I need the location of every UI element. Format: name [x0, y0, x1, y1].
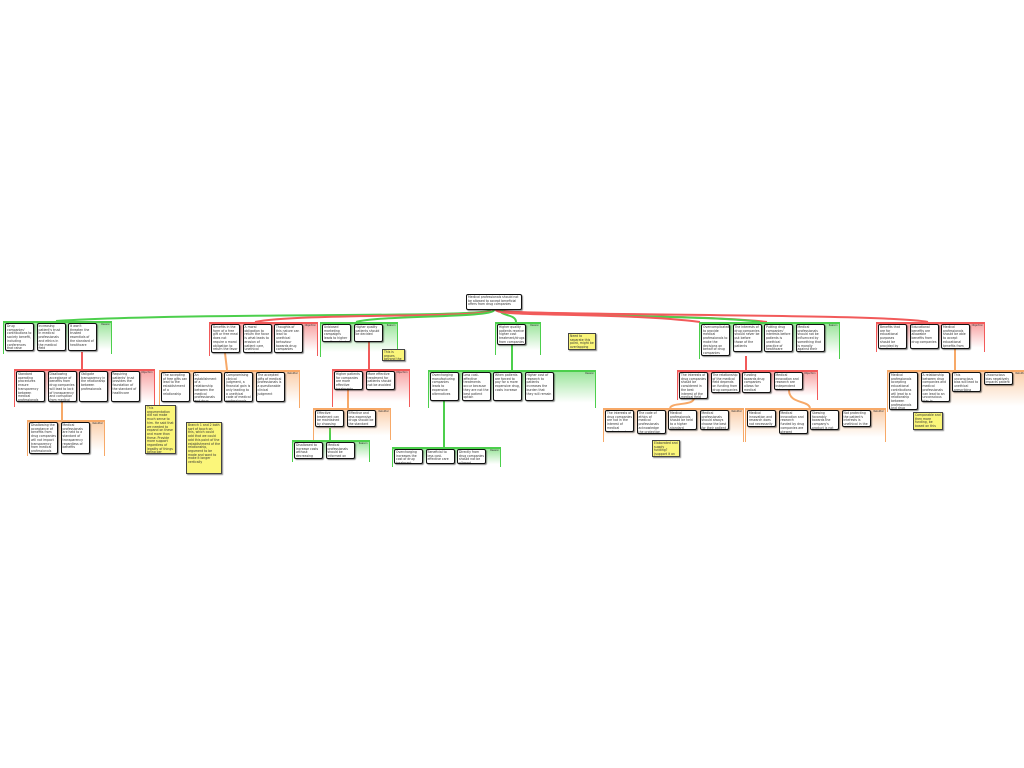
- claim-box[interactable]: A relationship between drug companies an…: [920, 372, 950, 402]
- sticky-note[interactable]: Comparable and then more funding, be bas…: [913, 412, 943, 430]
- group-type-label: Rebuttal: [287, 372, 298, 375]
- claim-box[interactable]: Medical professionals should not be infl…: [795, 324, 825, 352]
- claim-box[interactable]: Drug companies' contributions to society…: [5, 323, 34, 351]
- claim-box[interactable]: Unconscious bias negatively impacts pati…: [983, 372, 1013, 385]
- group-type-label: Reason: [358, 442, 368, 445]
- sticky-note[interactable]: Branch 1 and 2 both sort of touch on thi…: [186, 422, 222, 474]
- claim-box[interactable]: Benefits in the form of a free gift or f…: [211, 324, 240, 353]
- connector-line: [501, 309, 761, 323]
- group-type-label: Reason: [490, 449, 499, 452]
- group-type-label: Reason: [585, 372, 594, 375]
- claim-box[interactable]: Effective treatment can be maintained by…: [315, 410, 344, 427]
- main-contention[interactable]: Medical professionals should not be allo…: [466, 294, 522, 310]
- group-type-label: Reason: [386, 324, 396, 327]
- group-type-label: Objection: [804, 372, 816, 375]
- group-type-label: Reason: [101, 323, 110, 326]
- claim-box[interactable]: Unbiased marketing campaigns leads to hi…: [322, 324, 351, 342]
- claim-box[interactable]: More effective treatment for patients sh…: [365, 371, 395, 390]
- claim-box[interactable]: Higher patients for companies are more e…: [334, 371, 363, 390]
- claim-box[interactable]: The code of ethics of medical profession…: [636, 410, 666, 434]
- group-type-label: Reason: [530, 324, 539, 327]
- claim-box[interactable]: Compromising clinical judgment, a financ…: [224, 372, 253, 402]
- claim-box[interactable]: Higher quality patients receive higher c…: [497, 324, 526, 345]
- connector-line: [499, 309, 517, 323]
- claim-box[interactable]: Medical professionals accepting educatio…: [889, 372, 918, 410]
- claim-box[interactable]: Medical professionals should be informed…: [325, 442, 355, 459]
- claim-box[interactable]: Benefits that are for educational purpos…: [878, 324, 907, 349]
- claim-box[interactable]: Directly from drug companies should not …: [457, 449, 486, 464]
- claim-box[interactable]: The interests of drug companies are not …: [605, 410, 634, 432]
- claim-box[interactable]: Not protecting the patient's interests i…: [841, 410, 871, 427]
- claim-box[interactable]: Obligate transparency in the relationshi…: [79, 371, 108, 402]
- claim-box[interactable]: Medical innovation and research does not…: [747, 410, 776, 427]
- sticky-note[interactable]: This argumentation did not make much sen…: [145, 405, 176, 454]
- claim-box[interactable]: An establishment of a relationship betwe…: [192, 372, 222, 402]
- claim-box[interactable]: Medical professionals should always choo…: [699, 410, 729, 430]
- connector-line: [355, 309, 495, 323]
- claim-box[interactable]: This unconscious bias will lead to uneth…: [952, 372, 981, 392]
- claim-box[interactable]: Disallowed to increase costs without dec…: [294, 442, 323, 459]
- claim-box[interactable]: When patients are forced to pay for a mo…: [493, 372, 522, 401]
- claim-box[interactable]: Medical professionals should be held to …: [668, 410, 697, 430]
- claim-box[interactable]: Disallowing the acceptance of benefits f…: [29, 422, 58, 454]
- claim-box[interactable]: The relationship of the medical field de…: [710, 372, 740, 393]
- connector-line: [497, 309, 768, 323]
- claim-box[interactable]: Educational benefits are allowable benef…: [909, 324, 939, 349]
- claim-box[interactable]: Putting drug companies' interests before…: [764, 324, 793, 352]
- sticky-note[interactable]: This is argues beyond the benefit: [382, 349, 405, 361]
- claim-box[interactable]: Disallowing acceptance of benefits from …: [47, 371, 77, 402]
- claim-box[interactable]: Higher cost of research to patients incr…: [524, 372, 554, 401]
- group-type-label: Objection: [304, 324, 316, 327]
- connector-line: [254, 309, 495, 323]
- claim-box[interactable]: Beneficial to less cost-effective care: [425, 449, 455, 464]
- claim-box[interactable]: It won't threaten the trusted essentials…: [68, 323, 97, 351]
- group-type-label: Rebuttal: [1015, 372, 1024, 375]
- group-type-label: Objection: [141, 371, 153, 374]
- group-type-label: Rebuttal: [873, 410, 884, 413]
- group-type-label: Reason: [828, 324, 838, 327]
- claim-box[interactable]: Requiring patients' trust provides the f…: [110, 371, 140, 402]
- claim-box[interactable]: Medical innovation and research are inde…: [773, 372, 803, 390]
- claim-box[interactable]: Increasing patient's trust in medical pr…: [36, 323, 66, 351]
- sticky-note[interactable]: Need to separate this point, might be ov…: [568, 333, 596, 350]
- sticky-note[interactable]: Elaborated and supply funding? (support …: [652, 440, 680, 457]
- group-type-label: Objection: [971, 324, 983, 327]
- group-type-label: Objection: [396, 371, 408, 374]
- claim-box[interactable]: Medical professionals are held to a stan…: [60, 422, 90, 454]
- claim-box[interactable]: The accepting of free gifts can lead to …: [161, 372, 190, 402]
- claim-box[interactable]: Overcharging manufacturing companies lea…: [430, 372, 459, 401]
- group-type-label: Rebuttal: [731, 410, 742, 413]
- claim-box[interactable]: The accepted gifts of medical profession…: [255, 372, 285, 402]
- group-type-label: Rebuttal: [92, 422, 103, 425]
- claim-box[interactable]: Medical innovation and research funded b…: [778, 410, 808, 434]
- claim-box[interactable]: A moral obligation to return the favor i…: [242, 324, 272, 353]
- claim-box[interactable]: The interests of drug companies should b…: [679, 372, 708, 399]
- connector-line: [503, 309, 929, 323]
- claim-box[interactable]: Overcharging increases the cost of drug …: [394, 449, 423, 464]
- claim-box[interactable]: Higher quality patients should be decide…: [353, 324, 383, 342]
- claim-box[interactable]: The interests of drug companies should n…: [732, 324, 762, 352]
- connector-line: [55, 309, 491, 322]
- claim-box[interactable]: Funding towards drug companies allows fo…: [742, 372, 771, 393]
- claim-box[interactable]: Effective and less expensive drugs shoul…: [346, 410, 376, 427]
- claim-box[interactable]: Standard operating procedures ensure tra…: [16, 371, 45, 402]
- claim-box[interactable]: Skewing favorably towards the company's …: [810, 410, 839, 430]
- group-type-label: Rebuttal: [378, 410, 389, 413]
- claim-box[interactable]: Overcomplicated to provide medical profe…: [701, 324, 730, 356]
- claim-box[interactable]: Medical professionals should be able to …: [941, 324, 970, 349]
- claim-box[interactable]: Thoughts of this nature can lead to unet…: [274, 324, 303, 353]
- claim-box[interactable]: Less cost-effective treatments occur bec…: [461, 372, 491, 401]
- connector-line: [495, 309, 701, 323]
